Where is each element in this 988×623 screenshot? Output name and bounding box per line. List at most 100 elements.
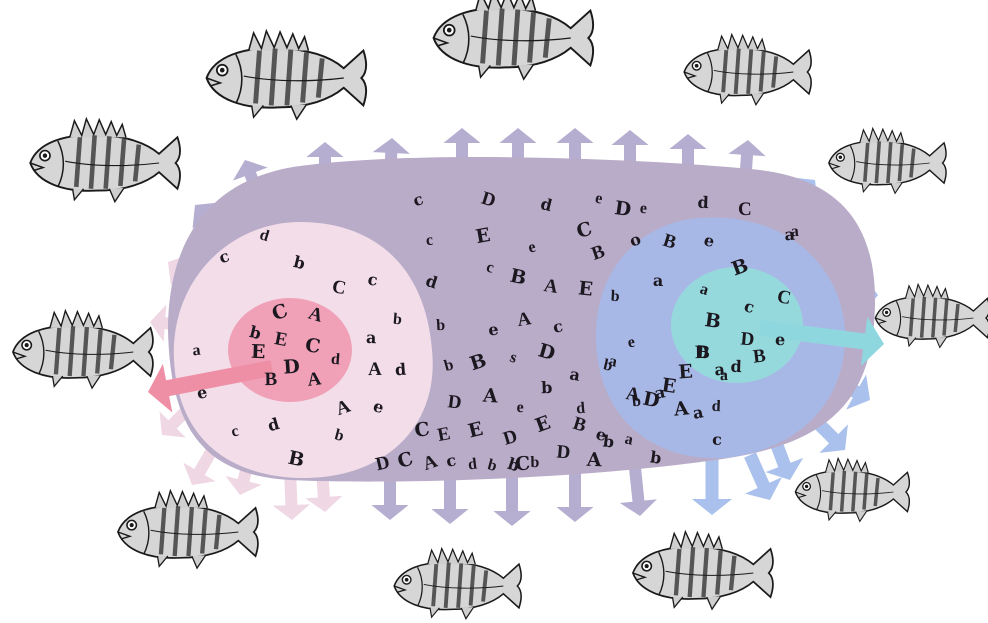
outer-population-letter: b	[436, 317, 446, 334]
perch-fish-icon	[118, 491, 258, 568]
outer-population-letter: a	[653, 382, 667, 403]
pink-population-letter: b	[333, 426, 346, 445]
blue-population-letter: E	[678, 361, 694, 384]
outer-population-letter: d	[539, 194, 554, 215]
outer-population-letter: C	[395, 448, 416, 473]
outer-population-letter: a	[784, 225, 796, 245]
perch-fish-icon	[207, 31, 367, 119]
blue-arrow	[765, 437, 804, 480]
outer-population-letter: e	[516, 399, 523, 416]
pink-arrow	[305, 469, 343, 512]
blue-population-letter: a	[607, 352, 618, 370]
teal-population-letter: B	[703, 309, 722, 333]
outer-population-letter: B	[467, 349, 489, 375]
outer-population-letter: E	[466, 418, 485, 443]
pink-population-letter: A	[333, 396, 353, 420]
teal-population-letter: a	[714, 360, 726, 380]
pink-population-letter: b	[392, 311, 402, 329]
outer-population-letter: E	[474, 224, 492, 248]
outer-population-letter: d	[711, 398, 721, 415]
outer-population-letter: s	[508, 349, 519, 367]
outer-population-letter: d	[697, 193, 709, 212]
outer-arrow	[611, 130, 649, 178]
red-population-letter: C	[269, 299, 291, 325]
outer-population-letter: c	[445, 450, 458, 470]
pink-population-letter: A	[368, 359, 382, 380]
teal-population-letter: c	[742, 296, 756, 317]
outer-population-letter: C	[514, 453, 531, 476]
outer-population-letter: b	[486, 456, 499, 475]
outer-population-letter: D	[556, 441, 572, 463]
pink-population-letter: B	[286, 447, 306, 472]
outer-population-letter: b	[602, 431, 615, 451]
pink-population-letter: C	[330, 276, 347, 299]
perch-fish-icon	[30, 119, 180, 202]
pink-population-letter: e	[195, 382, 208, 402]
outer-population-letter: c	[425, 232, 434, 250]
teal-core-subpopulation	[671, 267, 803, 383]
outer-population-letter: e	[527, 239, 538, 257]
pink-population-letter: a	[191, 342, 201, 360]
red-population-letter: b	[248, 322, 263, 343]
pink-arrow	[272, 469, 310, 520]
outer-population-letter: b	[442, 356, 455, 375]
outer-arrow	[669, 134, 707, 180]
outer-arrow	[499, 128, 537, 176]
perch-fish-icon	[827, 126, 948, 196]
pink-population-letter: c	[230, 423, 241, 441]
outer-population-letter: A	[585, 449, 602, 472]
outer-arrow	[619, 467, 657, 516]
outer-population-letter: D	[374, 452, 392, 476]
red-population-letter: D	[283, 355, 301, 378]
blue-population-letter: a	[720, 367, 728, 384]
teal-population-letter: B	[752, 345, 767, 367]
outer-population-letter: B	[570, 413, 589, 437]
blue-population-letter: a	[691, 402, 705, 423]
outer-population-letter: E	[436, 423, 452, 446]
blue-population-letter: B	[660, 230, 679, 254]
perch-fish-icon	[434, 0, 594, 79]
teal-core-arrow	[759, 316, 884, 366]
outer-population-letter: b	[649, 447, 663, 467]
blue-population-letter: d	[730, 357, 742, 376]
outer-population-letter: C	[738, 199, 752, 220]
outer-arrow	[556, 128, 594, 176]
outer-population-letter: d	[467, 456, 478, 474]
outer-population-letter: c	[485, 259, 496, 277]
outer-population-letter: e	[626, 334, 636, 352]
perch-fish-icon	[633, 532, 773, 609]
outer-arrow	[431, 472, 469, 524]
red-population-letter: B	[264, 369, 277, 390]
outer-population-letter: b	[602, 356, 615, 375]
outer-population-letter: d	[423, 271, 440, 293]
blue-arrow	[744, 452, 782, 500]
outer-population-letter: D	[479, 188, 498, 212]
outer-population-letter: C	[413, 418, 431, 442]
outer-population-letter: b	[541, 378, 553, 397]
outer-arrow	[556, 472, 594, 522]
red-population-letter: d	[330, 351, 340, 369]
perch-fish-icon	[13, 311, 153, 388]
perch-fish-icon	[392, 546, 524, 621]
outer-population-letter: D	[536, 339, 558, 365]
perch-fish-icon	[793, 456, 912, 524]
pink-population-letter: d	[394, 360, 406, 380]
outer-population-letter: D	[447, 391, 463, 414]
teal-core-arrow	[759, 316, 884, 366]
pink-population-letter: d	[265, 414, 281, 435]
outer-population-letter: A	[481, 384, 498, 407]
blue-population-letter: B	[696, 342, 711, 364]
outer-population-letter: b	[505, 454, 522, 476]
outer-population-letter: C	[574, 218, 595, 243]
outer-population-letter: a	[653, 271, 663, 290]
outer-population-letter: A	[542, 275, 559, 298]
outer-population-letter: c	[551, 316, 565, 337]
outer-population-letter: b	[530, 454, 539, 471]
outer-population-letter: e	[594, 190, 604, 208]
outer-population-letter: d	[575, 400, 585, 418]
outer-population-letter: D	[501, 426, 520, 450]
outer-population-letter: e	[487, 320, 499, 340]
outer-population-letter: B	[508, 265, 528, 290]
